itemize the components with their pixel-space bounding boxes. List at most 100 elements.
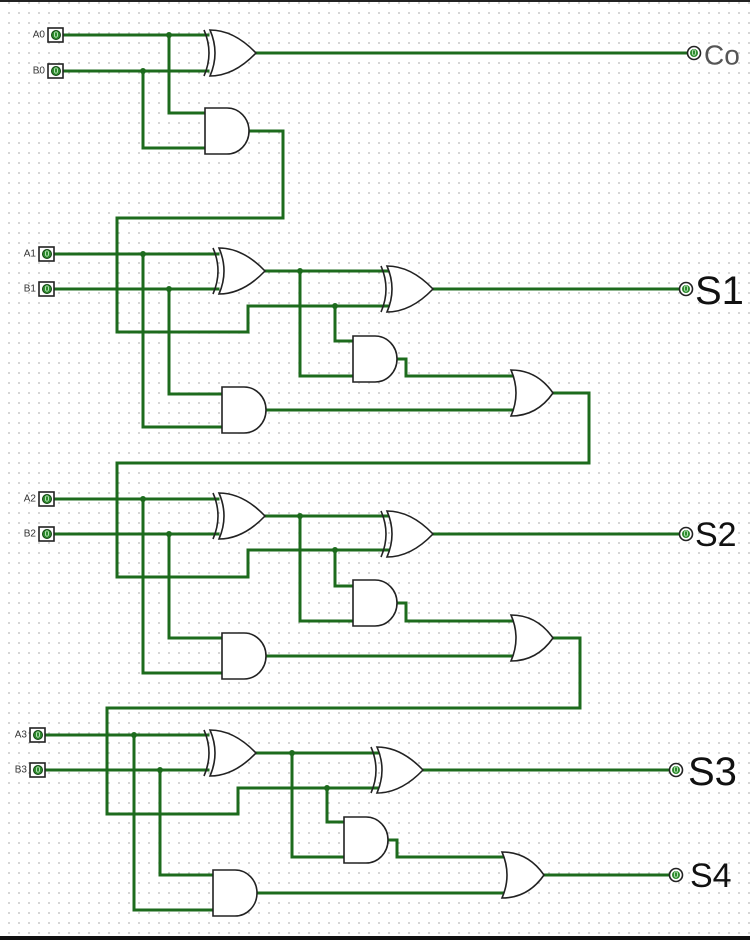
- output-led-icon: [682, 530, 690, 538]
- wire-and3-or: [386, 838, 505, 859]
- output-pin-s3[interactable]: 0 S3: [668, 750, 737, 794]
- bottom-border: [0, 936, 750, 940]
- input-label: A0: [33, 30, 46, 41]
- wire-x1-and: [298, 269, 356, 378]
- junction: [332, 547, 338, 553]
- junction: [166, 32, 172, 38]
- xor-gate[interactable]: [380, 510, 434, 558]
- output-pin-s4[interactable]: 0 S4: [668, 857, 732, 895]
- or-gate[interactable]: [510, 369, 554, 417]
- and-gate[interactable]: [343, 816, 389, 864]
- output-label: Co: [704, 40, 740, 71]
- junction: [166, 286, 172, 292]
- wire-b2-and: [167, 532, 224, 640]
- junction: [140, 68, 146, 74]
- wire-c0-and: [333, 304, 356, 343]
- wire-a2-and: [141, 497, 224, 675]
- wire-c1-and: [333, 548, 356, 588]
- input-label: B0: [33, 66, 46, 77]
- input-pin-a1[interactable]: A1 0: [24, 246, 55, 262]
- wire-a3-and: [132, 733, 216, 912]
- output-led-icon: [682, 285, 690, 293]
- junction: [297, 268, 303, 274]
- pin-led-icon: [42, 249, 52, 259]
- input-value: 0: [36, 766, 41, 775]
- output-led-icon: [690, 49, 698, 57]
- junction: [140, 251, 146, 257]
- junction: [324, 785, 330, 791]
- input-pin-b1[interactable]: B1 0: [24, 281, 55, 297]
- output-label: S2: [695, 516, 737, 554]
- output-led-icon: [672, 871, 680, 879]
- output-value: 0: [684, 285, 689, 294]
- and-gate[interactable]: [204, 107, 250, 155]
- output-pins: 0 Co 0 S1 0 S2 0 S3 0 S4: [668, 40, 744, 895]
- input-pin-b0[interactable]: B0 0: [33, 63, 64, 79]
- or-gate[interactable]: [510, 614, 554, 662]
- pin-led-icon: [51, 66, 61, 76]
- input-label: B1: [24, 284, 37, 295]
- wire-carry2: [105, 636, 582, 816]
- xor-gate[interactable]: [203, 29, 257, 77]
- and-gate[interactable]: [221, 386, 267, 434]
- output-value: 0: [674, 766, 679, 775]
- input-label: B3: [15, 765, 28, 776]
- wire-carry1: [115, 391, 591, 579]
- input-pin-a0[interactable]: A0 0: [33, 27, 64, 43]
- junction: [140, 496, 146, 502]
- input-value: 0: [36, 731, 41, 740]
- output-value: 0: [692, 49, 697, 58]
- input-pins: A0 0 B0 0 A1 0 B1 0 A2: [15, 27, 64, 778]
- wire-a0-and: [167, 33, 208, 115]
- pin-led-icon: [51, 30, 61, 40]
- xor-gate[interactable]: [212, 247, 266, 295]
- output-pin-s2[interactable]: 0 S2: [678, 516, 737, 554]
- input-label: B2: [24, 529, 37, 540]
- junction: [332, 303, 338, 309]
- and-gate[interactable]: [352, 579, 398, 627]
- pin-led-icon: [33, 765, 43, 775]
- wire-and1-or: [394, 357, 514, 378]
- junction: [289, 750, 295, 756]
- input-label: A3: [15, 730, 28, 741]
- input-value: 0: [45, 250, 50, 259]
- input-value: 0: [54, 31, 59, 40]
- output-pin-s1[interactable]: 0 S1: [678, 269, 744, 313]
- input-pin-a2[interactable]: A2 0: [24, 491, 55, 507]
- wire-a1-and: [141, 252, 224, 429]
- wire-x2-and: [298, 514, 356, 623]
- pin-led-icon: [42, 529, 52, 539]
- junction: [297, 513, 303, 519]
- output-label: S1: [695, 269, 744, 313]
- wire-b0-and: [141, 69, 208, 150]
- pin-led-icon: [42, 284, 52, 294]
- xor-gate[interactable]: [370, 746, 424, 794]
- input-pin-b2[interactable]: B2 0: [24, 526, 55, 542]
- xor-gate[interactable]: [212, 492, 266, 540]
- wire-carry0: [115, 129, 390, 334]
- xor-gate[interactable]: [203, 729, 257, 777]
- junction: [157, 767, 163, 773]
- output-value: 0: [684, 530, 689, 539]
- output-led-icon: [672, 766, 680, 774]
- wire-b1-and: [167, 287, 224, 396]
- wire-b3-and: [158, 768, 216, 877]
- input-value: 0: [45, 285, 50, 294]
- junction: [166, 531, 172, 537]
- junctions: [131, 32, 338, 791]
- and-gate[interactable]: [352, 335, 398, 383]
- wire-x3-and: [290, 751, 348, 859]
- input-pin-a3[interactable]: A3 0: [15, 727, 46, 743]
- and-gate[interactable]: [212, 869, 258, 917]
- output-label: S3: [688, 750, 737, 794]
- output-pin-co[interactable]: 0 Co: [686, 40, 740, 71]
- xor-gate[interactable]: [380, 265, 434, 313]
- or-gate[interactable]: [501, 851, 545, 899]
- input-pin-b3[interactable]: B3 0: [15, 762, 46, 778]
- and-gate[interactable]: [221, 632, 267, 680]
- pin-led-icon: [42, 494, 52, 504]
- input-label: A1: [24, 249, 37, 260]
- input-label: A2: [24, 494, 37, 505]
